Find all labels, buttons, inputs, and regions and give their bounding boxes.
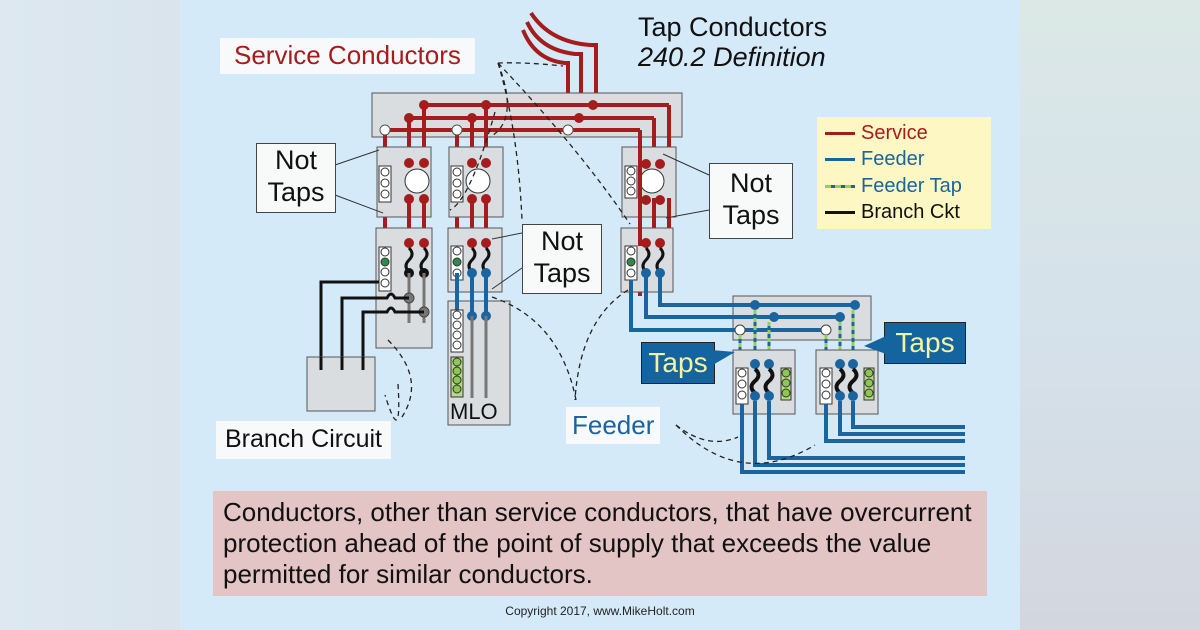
callout-text-line: Not [729, 168, 773, 198]
tap-panel-left [732, 349, 796, 415]
branch-circuit-label: Branch Circuit [216, 421, 391, 459]
callout-text-line: Taps [722, 200, 780, 230]
legend-item-feeder-tap: Feeder Tap [817, 174, 962, 198]
callout-text-line: Taps [533, 258, 591, 288]
service-splice-dots [379, 100, 598, 136]
left-blurred-margin [0, 0, 180, 630]
legend-item-feeder: Feeder [817, 147, 924, 171]
mlo-label: MLO [450, 399, 498, 424]
legend-label-feeder-tap: Feeder Tap [861, 174, 962, 197]
legend-item-service: Service [817, 121, 928, 145]
service-line-swatch-icon [825, 131, 855, 135]
service-entrance-conductor-1 [529, 11, 598, 104]
diagram-title: Tap Conductors [638, 12, 828, 42]
feeder-line-swatch-icon [825, 157, 855, 161]
feeder-label: Feeder [566, 407, 661, 444]
service-entrance-curves [521, 11, 598, 130]
callout-text-line: Not [274, 145, 318, 175]
panel-left [375, 227, 433, 349]
legend-label-service: Service [861, 121, 928, 144]
tap-load-conductors [740, 401, 965, 474]
callout-leaders [334, 149, 710, 290]
copyright-notice: Copyright 2017, www.MikeHolt.com [505, 604, 695, 618]
legend-label-feeder: Feeder [861, 147, 925, 170]
callout-text-line: Not [540, 226, 584, 256]
feeder-tap-line-swatch-icon [825, 184, 855, 188]
branch-line-swatch-icon [825, 210, 855, 214]
taps-callout-left: Taps [641, 342, 715, 384]
diagram-slide: Tap Conductors 240.2 Definition Service … [180, 0, 1020, 630]
not-taps-callout-left: Not Taps [256, 143, 336, 213]
meter-terminal-dots [404, 158, 665, 205]
taps-callout-right: Taps [884, 322, 966, 364]
wiring-diagram [306, 11, 965, 474]
tap-panel-right [815, 349, 879, 415]
disconnect-right [620, 227, 674, 293]
service-entrance-conductor-3 [521, 29, 570, 130]
definition-box: Conductors, other than service conductor… [213, 491, 987, 596]
taps-callout-right-pointer [864, 336, 886, 354]
meter-middle [448, 146, 504, 218]
service-entrance-conductor-2 [525, 21, 583, 118]
callout-text-line: Taps [267, 177, 325, 207]
legend-item-branch: Branch Ckt [817, 200, 960, 224]
definition-text: Conductors, other than service conductor… [223, 497, 972, 589]
right-blurred-margin [1020, 0, 1200, 630]
diagram-subtitle: 240.2 Definition [638, 42, 826, 72]
legend-label-branch: Branch Ckt [861, 200, 960, 223]
legend: Service Feeder Feeder Tap Branch Ckt [817, 117, 991, 229]
service-conductors-label: Service Conductors [220, 38, 475, 74]
not-taps-callout-right: Not Taps [709, 163, 793, 239]
branch-circuit-conductors [319, 280, 424, 370]
not-taps-callout-middle: Not Taps [522, 224, 602, 294]
dashed-pointers [384, 62, 816, 464]
tap-splice-dots [734, 300, 860, 336]
taps-callout-left-pointer [711, 350, 735, 366]
